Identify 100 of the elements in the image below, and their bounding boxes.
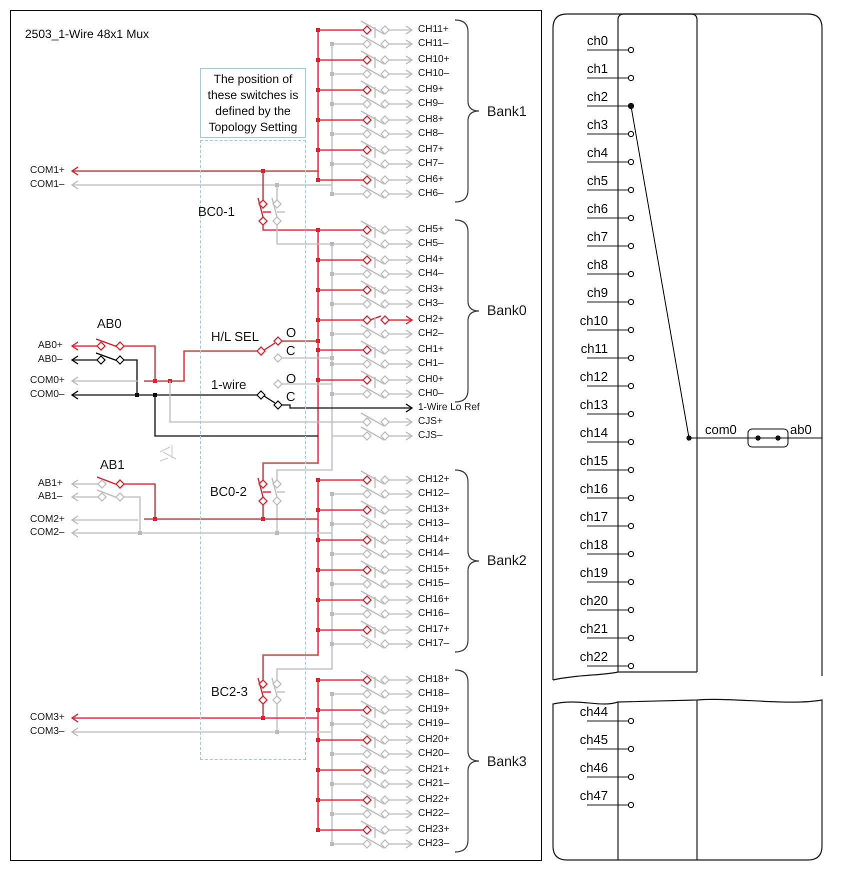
- diagram-title: 2503_1-Wire 48x1 Mux: [25, 28, 150, 40]
- channel-label: ch4: [587, 146, 608, 159]
- channel-terminal-label: CH0–: [418, 389, 444, 399]
- channel-label: ch44: [580, 705, 608, 718]
- contact-label: O: [286, 326, 296, 339]
- channel-terminal-label: CH11–: [418, 39, 448, 49]
- channel-terminal-label: 1-Wire Lo Ref: [418, 403, 480, 413]
- channel-terminal-label: CH8–: [418, 129, 444, 139]
- com-terminal-label: COM3–: [30, 727, 64, 737]
- bank-label: Bank0: [487, 303, 527, 317]
- bank-label: Bank2: [487, 553, 527, 567]
- channel-terminal-label: CH17+: [418, 625, 450, 635]
- channel-terminal-label: CJS+: [418, 417, 443, 427]
- channel-label: ch6: [587, 202, 608, 215]
- com-terminal-label: AB0–: [38, 355, 62, 365]
- channel-terminal-label: CH5+: [418, 225, 444, 235]
- contact-label: C: [286, 390, 296, 403]
- switch-label: BC0-2: [210, 485, 247, 498]
- com-terminal-label: COM0–: [30, 390, 64, 400]
- channel-terminal-label: CH3–: [418, 299, 444, 309]
- channel-terminal-label: CH17–: [418, 639, 450, 649]
- com-terminal-label: COM2–: [30, 528, 64, 538]
- channel-label: ch12: [580, 370, 608, 383]
- channel-label: ch15: [580, 454, 608, 467]
- switch-label: AB0: [97, 317, 122, 330]
- channel-label: ch13: [580, 398, 608, 411]
- channel-terminal-label: CH4+: [418, 255, 444, 265]
- channel-terminal-label: CH3+: [418, 285, 444, 295]
- switch-label: AB1: [100, 458, 125, 471]
- channel-terminal-label: CH7–: [418, 159, 444, 169]
- channel-terminal-label: CH19–: [418, 719, 450, 729]
- channel-terminal-label: CH6+: [418, 175, 444, 185]
- channel-terminal-label: CH20–: [418, 749, 450, 759]
- channel-terminal-label: CH4–: [418, 269, 444, 279]
- channel-terminal-label: CH7+: [418, 145, 444, 155]
- channel-terminal-label: CH15+: [418, 565, 450, 575]
- com-terminal-label: COM2+: [30, 515, 65, 525]
- node-label: ab0: [790, 423, 812, 436]
- channel-terminal-label: CH18–: [418, 689, 450, 699]
- com-terminal-label: COM1+: [30, 166, 65, 176]
- channel-terminal-label: CH22–: [418, 809, 450, 819]
- channel-label: ch46: [580, 761, 608, 774]
- channel-terminal-label: CH8+: [418, 115, 444, 125]
- channel-label: ch0: [587, 34, 608, 47]
- channel-label: ch10: [580, 314, 608, 327]
- channel-terminal-label: CH10–: [418, 69, 450, 79]
- channel-terminal-label: CH23+: [418, 825, 450, 835]
- channel-terminal-label: CH15–: [418, 579, 450, 589]
- channel-terminal-label: CH19+: [418, 705, 450, 715]
- channel-terminal-label: CH22+: [418, 795, 450, 805]
- channel-label: ch21: [580, 622, 608, 635]
- com-terminal-label: COM0+: [30, 376, 65, 386]
- channel-label: ch5: [587, 174, 608, 187]
- channel-label: ch9: [587, 286, 608, 299]
- bank-label: Bank1: [487, 104, 527, 118]
- channel-terminal-label: CH10+: [418, 55, 450, 65]
- channel-terminal-label: CH20+: [418, 735, 450, 745]
- com-terminal-label: COM1–: [30, 180, 64, 190]
- channel-terminal-label: CH1–: [418, 359, 444, 369]
- channel-terminal-label: CH6–: [418, 189, 444, 199]
- channel-terminal-label: CH16+: [418, 595, 450, 605]
- channel-label: ch17: [580, 510, 608, 523]
- channel-terminal-label: CH12+: [418, 475, 450, 485]
- channel-terminal-label: CH14+: [418, 535, 450, 545]
- channel-label: ch22: [580, 650, 608, 663]
- channel-terminal-label: CH2+: [418, 315, 444, 325]
- channel-terminal-label: CH13+: [418, 505, 450, 515]
- channel-label: ch16: [580, 482, 608, 495]
- bank-label: Bank3: [487, 754, 527, 768]
- channel-label: ch18: [580, 538, 608, 551]
- com-terminal-label: AB0+: [38, 341, 63, 351]
- channel-terminal-label: CH9+: [418, 85, 444, 95]
- channel-terminal-label: CJS–: [418, 431, 442, 441]
- channel-terminal-label: CH16–: [418, 609, 450, 619]
- com-terminal-label: AB1–: [38, 492, 62, 502]
- channel-label: ch2: [587, 90, 608, 103]
- channel-label: ch14: [580, 426, 608, 439]
- channel-terminal-label: CH18+: [418, 675, 450, 685]
- channel-terminal-label: CH14–: [418, 549, 450, 559]
- channel-label: ch47: [580, 789, 608, 802]
- channel-label: ch8: [587, 258, 608, 271]
- channel-terminal-label: CH1+: [418, 345, 444, 355]
- channel-label: ch19: [580, 566, 608, 579]
- channel-label: ch7: [587, 230, 608, 243]
- channel-label: ch20: [580, 594, 608, 607]
- note-box: The position of these switches is defined by the Topology Setting: [200, 68, 306, 138]
- channel-label: ch11: [580, 342, 608, 355]
- switch-label: BC2-3: [211, 685, 248, 698]
- channel-terminal-label: CH21–: [418, 779, 450, 789]
- channel-terminal-label: CH13–: [418, 519, 450, 529]
- channel-label: ch3: [587, 118, 608, 131]
- switch-label: H/L SEL: [211, 330, 259, 343]
- channel-terminal-label: CH12–: [418, 489, 450, 499]
- channel-terminal-label: CH21+: [418, 765, 450, 775]
- channel-label: ch1: [587, 62, 608, 75]
- dashed-region: [200, 140, 306, 760]
- contact-label: O: [286, 372, 296, 385]
- channel-terminal-label: CH23–: [418, 839, 450, 849]
- channel-terminal-label: CH5–: [418, 239, 444, 249]
- channel-terminal-label: CH9–: [418, 99, 444, 109]
